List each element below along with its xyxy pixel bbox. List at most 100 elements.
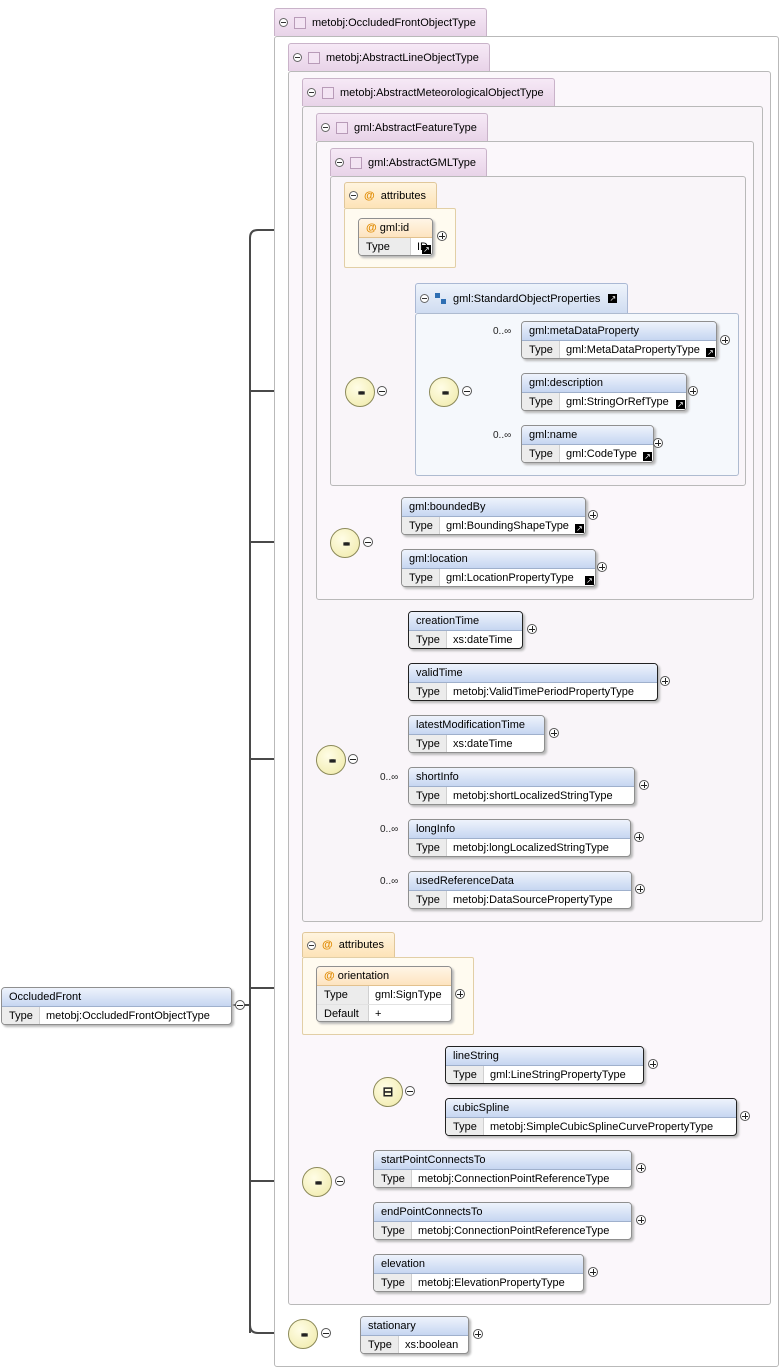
expand-icon[interactable]: [636, 1215, 646, 1225]
sequence-compositor-std[interactable]: ▪▪▪: [429, 377, 459, 407]
expand-icon[interactable]: [720, 335, 730, 345]
complex-type-icon: [308, 51, 320, 64]
orientation-attributes-tab[interactable]: @ attributes: [302, 932, 395, 957]
element-name: gml:boundedBy: [402, 498, 585, 517]
link-arrow-icon[interactable]: ↗: [643, 452, 652, 461]
expand-icon[interactable]: [740, 1111, 750, 1121]
collapse-icon[interactable]: [307, 88, 316, 97]
cardinality: 0..∞: [380, 876, 399, 887]
expand-icon[interactable]: [660, 676, 670, 686]
link-arrow-icon[interactable]: ↗: [422, 245, 431, 254]
attribute-icon: @: [324, 970, 335, 982]
sequence-icon: ▪▪▪: [342, 535, 351, 551]
abstract-meteorological-object-type-tab[interactable]: metobj:AbstractMeteorologicalObjectType: [302, 78, 555, 106]
link-arrow-icon[interactable]: ↗: [676, 400, 685, 409]
choice-icon: ⊟: [382, 1084, 394, 1099]
type-label: gml:AbstractGMLType: [368, 156, 476, 169]
element-name: OccludedFront: [2, 988, 231, 1007]
occluded-front-object-type-tab[interactable]: metobj:OccludedFrontObjectType: [274, 8, 487, 36]
abstract-feature-type-tab[interactable]: gml:AbstractFeatureType: [316, 113, 488, 141]
collapse-icon[interactable]: [377, 386, 387, 396]
collapse-icon[interactable]: [348, 754, 358, 764]
collapse-icon[interactable]: [420, 294, 429, 303]
abstract-gml-type-tab[interactable]: gml:AbstractGMLType: [330, 148, 487, 176]
expand-icon[interactable]: [437, 231, 447, 241]
expand-icon[interactable]: [634, 832, 644, 842]
choice-compositor[interactable]: ⊟: [373, 1077, 403, 1107]
element-type: gml:BoundingShapeType: [446, 520, 569, 532]
collapse-icon[interactable]: [307, 940, 316, 950]
expand-icon[interactable]: [527, 624, 537, 634]
standard-object-properties-tab[interactable]: gml:StandardObjectProperties ↗: [415, 283, 629, 313]
link-arrow-icon[interactable]: ↗: [608, 294, 618, 303]
collapse-icon[interactable]: [462, 386, 472, 396]
collapse-icon[interactable]: [335, 1176, 345, 1186]
collapse-icon[interactable]: [293, 53, 302, 62]
sequence-icon: ▪▪▪: [441, 384, 450, 400]
gml-attributes-tab[interactable]: @ attributes: [344, 182, 437, 208]
expand-icon[interactable]: [455, 989, 465, 999]
link-arrow-icon[interactable]: ↗: [585, 576, 594, 585]
attribute-icon: @: [322, 939, 333, 951]
element-type: gml:LineStringPropertyType: [490, 1069, 626, 1081]
element-name: startPointConnectsTo: [374, 1151, 631, 1170]
type-key: Type: [409, 735, 447, 752]
expand-icon[interactable]: [473, 1329, 483, 1339]
expand-icon[interactable]: [549, 728, 559, 738]
collapse-icon[interactable]: [363, 537, 373, 547]
sequence-compositor-line[interactable]: ▪▪▪: [302, 1167, 332, 1197]
attribute-name: gml:id: [379, 222, 410, 234]
expand-icon[interactable]: [639, 780, 649, 790]
collapse-icon[interactable]: [321, 1328, 331, 1338]
element-name: gml:location: [402, 550, 595, 569]
abstract-line-object-type-tab[interactable]: metobj:AbstractLineObjectType: [288, 43, 490, 71]
group-label: gml:StandardObjectProperties: [453, 292, 601, 305]
collapse-icon[interactable]: [279, 18, 288, 27]
type-key: Type: [361, 1336, 399, 1353]
element-name: endPointConnectsTo: [374, 1203, 631, 1222]
element-name: lineString: [446, 1047, 643, 1066]
collapse-icon[interactable]: [335, 158, 344, 167]
sequence-compositor-stationary[interactable]: ▪▪▪: [288, 1319, 318, 1349]
collapse-icon[interactable]: [235, 1000, 245, 1010]
expand-icon[interactable]: [597, 562, 607, 572]
expand-icon[interactable]: [588, 510, 598, 520]
sequence-compositor-feature[interactable]: ▪▪▪: [330, 528, 360, 558]
collapse-icon[interactable]: [321, 123, 330, 132]
sequence-compositor-met[interactable]: ▪▪▪: [316, 745, 346, 775]
expand-icon[interactable]: [688, 386, 698, 396]
sequence-compositor-gml[interactable]: ▪▪▪: [345, 377, 375, 407]
attribute-type: gml:SignType: [375, 989, 442, 1001]
expand-icon[interactable]: [635, 884, 645, 894]
collapse-icon[interactable]: [349, 191, 358, 200]
element-type: xs:dateTime: [453, 634, 513, 646]
expand-icon[interactable]: [653, 438, 663, 448]
link-arrow-icon[interactable]: ↗: [706, 348, 715, 357]
link-arrow-icon[interactable]: ↗: [575, 524, 584, 533]
expand-icon[interactable]: [588, 1267, 598, 1277]
expand-icon[interactable]: [636, 1163, 646, 1173]
type-key: Type: [409, 683, 447, 700]
gml-id-attribute[interactable]: @ gml:id TypeID ↗: [358, 218, 433, 256]
collapse-icon[interactable]: [405, 1086, 415, 1096]
expand-icon[interactable]: [648, 1059, 658, 1069]
